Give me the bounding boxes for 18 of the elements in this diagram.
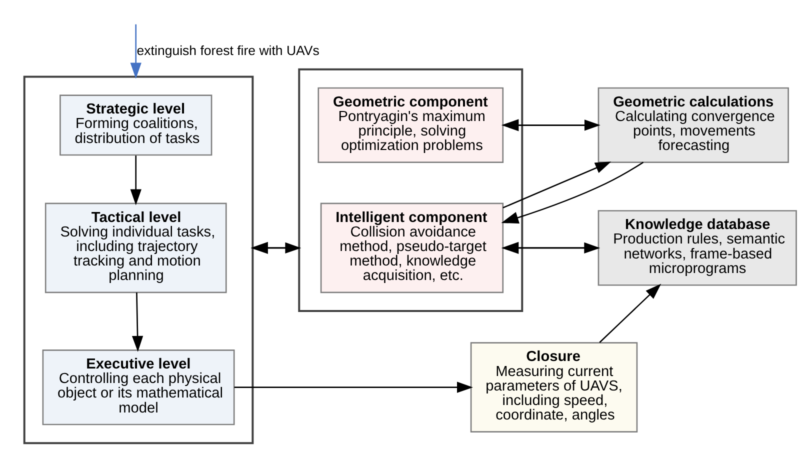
node-box: Knowledge database Production rules, semantic networks, frame-based microprograms — [598, 210, 797, 286]
node-box: Executive level Controlling each physical object or its mathematical model — [42, 348, 235, 425]
node-box: Closure Measuring current parameters of UAVS, including speed, coordinate, angles — [470, 342, 638, 432]
cluster — [23, 75, 254, 444]
node-box: Strategic level Forming coalitions, distribution of tasks — [60, 94, 212, 156]
arrow — [501, 161, 644, 224]
arrow — [234, 381, 473, 392]
node-box: Geometric component Pontryagin's maximum principle, solving optimization problems — [318, 86, 504, 162]
arrow — [502, 161, 612, 208]
node-box: Intelligent component Collision avoidance method, pseudo-target method, knowledge acquisition, etc. — [320, 202, 504, 293]
arrow — [132, 292, 144, 352]
node-box: Tactical level Solving individual tasks, including trajectory tracking and motion planning — [44, 202, 227, 293]
edge-label: extinguish forest fire with UAVs — [136, 42, 320, 58]
arrow — [130, 155, 142, 205]
node-box: Geometric calculations Calculating convergence points, movements forecasting — [598, 86, 789, 162]
cluster — [298, 68, 524, 312]
arrow — [599, 283, 662, 342]
arrow — [130, 24, 142, 78]
